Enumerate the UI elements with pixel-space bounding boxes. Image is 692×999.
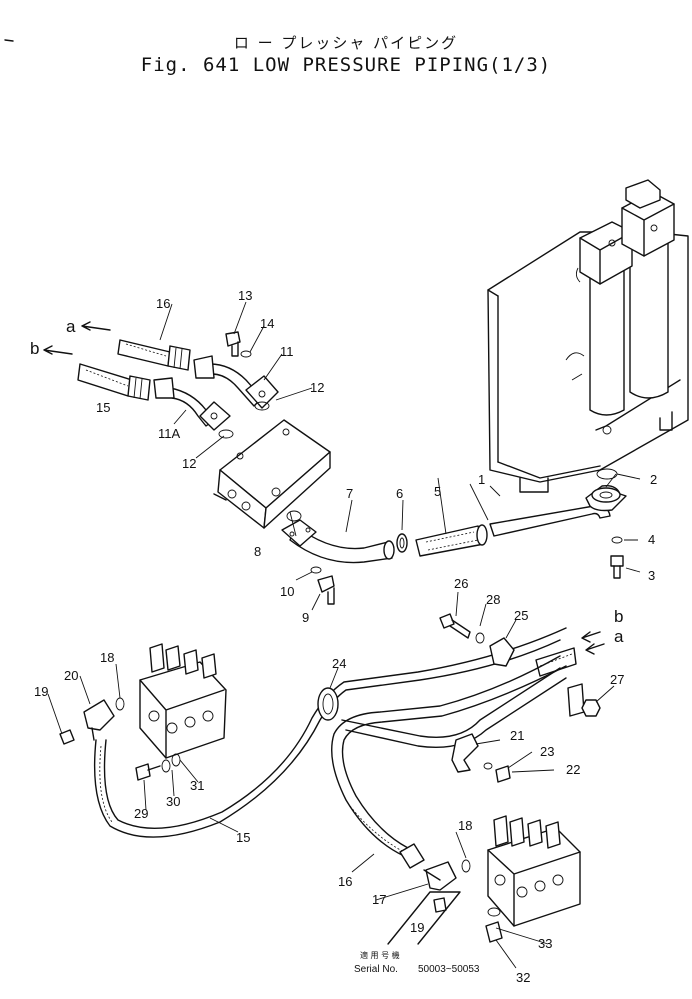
letter-a-right: a — [614, 627, 624, 646]
pipe-ends — [535, 647, 577, 677]
elbow-20 — [83, 699, 115, 731]
callout-11a: 11A — [158, 426, 180, 441]
control-valve-left — [139, 643, 227, 759]
callout-7: 7 — [346, 486, 353, 501]
bolt-3 — [610, 536, 624, 579]
callout-10: 10 — [280, 584, 294, 599]
clamp-24 — [317, 687, 339, 721]
callout-16: 16 — [156, 296, 170, 311]
callout-14: 14 — [260, 316, 274, 331]
callout-5: 5 — [434, 484, 441, 499]
callout-22: 22 — [566, 762, 580, 777]
bolt-29 — [135, 753, 181, 781]
hose-15-top — [77, 363, 151, 401]
bolt-22 — [483, 762, 511, 783]
plug-32 — [485, 921, 503, 943]
callout-labels: 1 2 3 4 5 6 7 8 9 10 11 11A 12 12 13 14 … — [34, 288, 657, 985]
pipe-11 — [193, 355, 279, 409]
serial-range: 50003~50053 — [418, 964, 480, 975]
callout-29: 29 — [134, 806, 148, 821]
callout-13: 13 — [238, 288, 252, 303]
title-japanese: ロ ー プレッシャ パイピング — [233, 34, 459, 52]
bracket-27 — [567, 683, 585, 717]
letter-b-right: b — [614, 607, 623, 626]
o-ring-8 — [286, 510, 302, 522]
callout-19-right: 19 — [410, 920, 424, 935]
callout-1: 1 — [478, 472, 485, 487]
elbow-17 — [425, 861, 457, 891]
callout-26: 26 — [454, 576, 468, 591]
control-valve-right — [487, 815, 581, 927]
arrow-b-right — [581, 631, 601, 643]
callout-2: 2 — [650, 472, 657, 487]
callout-31: 31 — [190, 778, 204, 793]
callout-6: 6 — [396, 486, 403, 501]
callout-27: 27 — [610, 672, 624, 687]
clip-25 — [489, 637, 515, 667]
callout-12: 12 — [310, 380, 324, 395]
arrow-a — [81, 321, 111, 331]
o-ring-12 — [218, 429, 234, 439]
callout-28: 28 — [486, 592, 500, 607]
callout-9: 9 — [302, 610, 309, 625]
bolt-26 — [439, 613, 485, 644]
serial-label-jp: 適 用 号 機 — [360, 950, 400, 960]
callout-8: 8 — [254, 544, 261, 559]
callout-16-lower: 16 — [338, 874, 352, 889]
callout-33: 33 — [538, 936, 552, 951]
nut-27 — [581, 699, 601, 717]
hose-5 — [415, 524, 488, 557]
clamp-6 — [396, 533, 408, 553]
callout-12b: 12 — [182, 456, 196, 471]
callout-15: 15 — [96, 400, 110, 415]
plug-19-right — [433, 897, 447, 913]
callout-3: 3 — [648, 568, 655, 583]
callout-21: 21 — [510, 728, 524, 743]
o-ring-18-right — [461, 859, 471, 873]
callout-11: 11 — [280, 344, 294, 359]
pipe-1 — [489, 484, 627, 537]
hose-16-fitting — [399, 843, 425, 869]
arrow-a-right — [585, 643, 605, 655]
callout-20: 20 — [64, 668, 78, 683]
pipe-7 — [281, 519, 395, 564]
title-english: Fig. 641 LOW PRESSURE PIPING(1/3) — [140, 54, 552, 76]
callout-24: 24 — [332, 656, 346, 671]
callout-30: 30 — [166, 794, 180, 809]
callout-23: 23 — [540, 744, 554, 759]
o-ring-18 — [115, 697, 125, 711]
hydraulic-tank — [487, 179, 689, 493]
bolt-13 — [225, 331, 252, 358]
callout-32: 32 — [516, 970, 530, 985]
corner-mark — [4, 39, 14, 42]
o-ring-12 — [254, 401, 270, 411]
o-ring-33 — [487, 907, 501, 917]
o-ring-2 — [596, 468, 618, 480]
letter-a-left: a — [66, 317, 76, 336]
hose-16-top — [117, 339, 191, 371]
hose-15-lower — [93, 639, 561, 838]
callout-4: 4 — [648, 532, 655, 547]
serial-label: Serial No. — [354, 964, 398, 975]
bracket-21 — [451, 733, 479, 773]
hose-16-lower — [331, 655, 561, 857]
letter-b-left: b — [30, 339, 39, 358]
plug-19 — [59, 729, 75, 745]
callout-18-right: 18 — [458, 818, 472, 833]
valve-block — [213, 419, 331, 529]
callout-18: 18 — [100, 650, 114, 665]
callout-17: 17 — [372, 892, 386, 907]
callout-25: 25 — [514, 608, 528, 623]
pipe-11a — [153, 377, 231, 431]
callout-19: 19 — [34, 684, 48, 699]
leader-19 — [387, 891, 461, 945]
callout-15-lower: 15 — [236, 830, 250, 845]
arrow-b — [43, 345, 73, 355]
bolt-9 — [310, 566, 335, 605]
